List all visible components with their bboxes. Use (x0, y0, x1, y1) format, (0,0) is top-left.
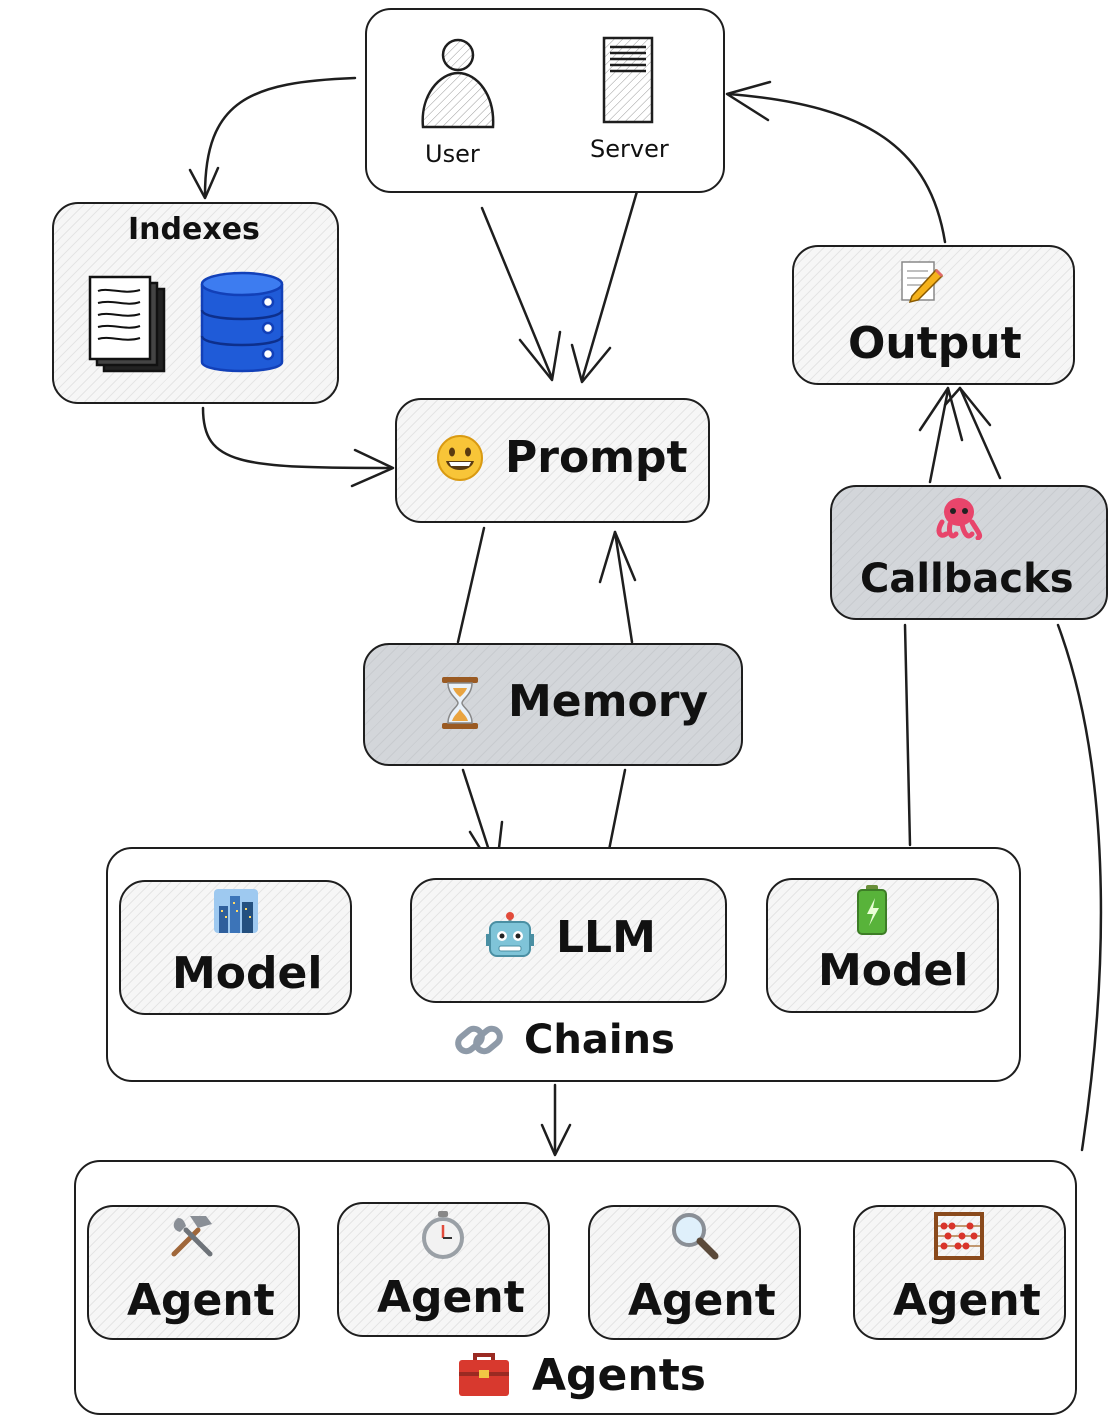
agent-4-box (853, 1205, 1066, 1340)
line-prompt-to-memory (456, 526, 486, 644)
arrowhead-prompt-left (350, 448, 395, 488)
toolbox-icon (459, 1353, 509, 1396)
llm-label: LLM (556, 912, 656, 963)
documents-icon (88, 275, 166, 373)
output-label: Output (848, 318, 1022, 369)
arrow-user-to-indexes (203, 76, 357, 197)
arrow-output-to-server (726, 92, 947, 244)
database-icon (200, 271, 284, 373)
smiley-icon (437, 435, 483, 481)
arrow-indexes-to-prompt (201, 406, 394, 470)
arrow-server-to-prompt (580, 186, 640, 382)
model-left-box (119, 880, 352, 1015)
server-label: Server (590, 135, 669, 163)
memory-label: Memory (508, 676, 709, 727)
link-icon (455, 1025, 503, 1055)
line-chains-to-callbacks (903, 623, 912, 847)
magnifier-icon (672, 1213, 719, 1260)
agent-1-box (87, 1205, 300, 1340)
agent-4-label: Agent (893, 1275, 1041, 1326)
city-icon (214, 889, 258, 933)
hourglass-icon (442, 677, 478, 729)
model-right-label: Model (818, 945, 969, 996)
user-icon (421, 38, 495, 129)
arrow-user-to-prompt (480, 206, 554, 380)
arrowhead-output (918, 386, 992, 442)
tools-icon (171, 1216, 213, 1257)
arrowhead-agents (540, 1123, 572, 1157)
arrowhead-indexes (188, 166, 220, 200)
pencil-memo-icon (901, 261, 944, 304)
user-label: User (425, 140, 480, 168)
chains-label: Chains (524, 1017, 675, 1063)
agents-label: Agents (532, 1350, 706, 1401)
arrowhead-prompt-bottom (598, 530, 637, 584)
indexes-label: Indexes (128, 212, 260, 247)
abacus-icon (934, 1212, 984, 1260)
arrowhead-server (725, 80, 772, 122)
robot-icon (486, 912, 534, 957)
agent-2-label: Agent (377, 1272, 525, 1323)
arrow-callbacks-to-output-2 (958, 386, 1002, 480)
agent-3-label: Agent (628, 1275, 776, 1326)
agent-1-label: Agent (127, 1275, 275, 1326)
agent-3-box (588, 1205, 801, 1340)
stopwatch-icon (422, 1211, 464, 1259)
server-icon (602, 36, 654, 124)
model-left-label: Model (172, 948, 323, 999)
callbacks-label: Callbacks (860, 556, 1074, 602)
llm-box (410, 878, 727, 1003)
prompt-label: Prompt (505, 432, 688, 483)
octopus-icon (936, 498, 983, 540)
battery-icon (857, 885, 887, 935)
output-box (792, 245, 1075, 385)
line-agents-to-callbacks (1056, 623, 1103, 1152)
memory-box (363, 643, 743, 766)
arrow-memory-to-prompt (613, 530, 634, 644)
arrowhead-prompt-top (518, 330, 612, 384)
